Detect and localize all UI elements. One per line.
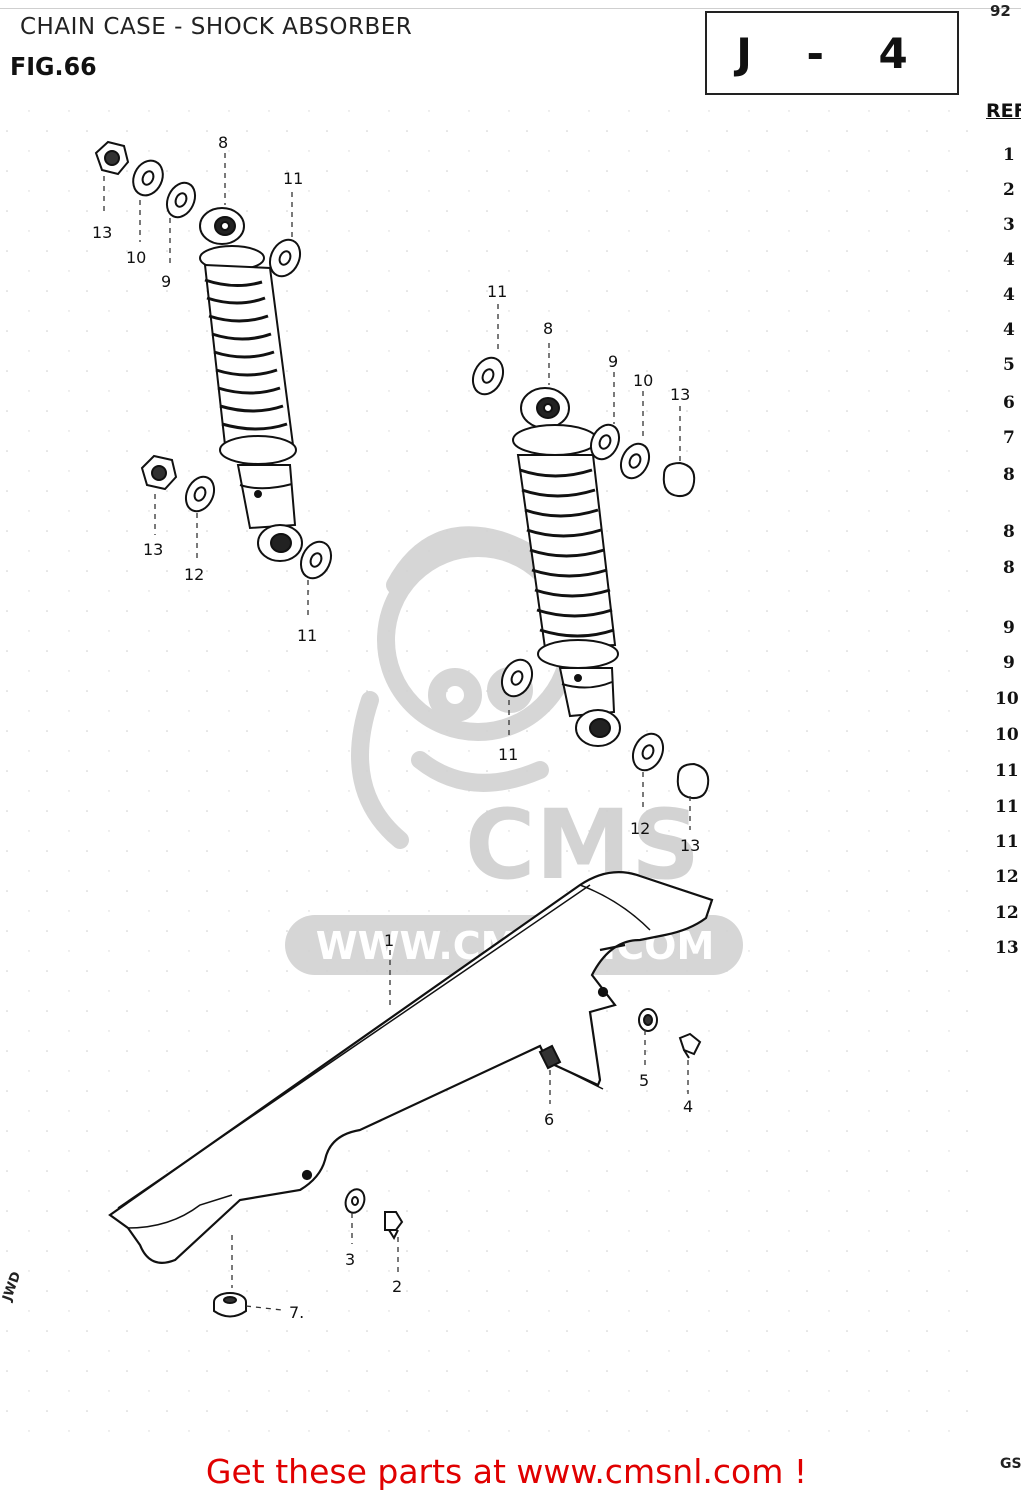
callout-8: 8 (218, 133, 228, 152)
callout-8: 8 (543, 319, 553, 338)
cap-nut-icon (140, 454, 178, 491)
hardware-right (471, 356, 710, 800)
washer-icon (132, 159, 164, 197)
callout-13: 13 (670, 385, 690, 404)
corner-model-code: GS (1000, 1456, 1021, 1472)
section-code-box: J - 4 (705, 11, 959, 95)
callout-numbers: 8 13 10 9 11 13 12 11 11 8 9 10 13 11 12… (92, 133, 700, 1322)
ref-item: 13 (995, 938, 1019, 958)
ref-item: 10 (995, 725, 1019, 745)
callout-13: 13 (143, 540, 163, 559)
top-rule (0, 8, 1021, 9)
shock-absorber-left (199, 207, 303, 562)
callout-7: 7. (289, 1303, 304, 1322)
ref-item: 5 (1003, 355, 1015, 375)
page-title: CHAIN CASE - SHOCK ABSORBER (20, 14, 413, 40)
callout-13: 13 (680, 836, 700, 855)
callout-5: 5 (639, 1071, 649, 1090)
parts-shop-link[interactable]: Get these parts at www.cmsnl.com ! (205, 1452, 808, 1491)
washer-icon (471, 356, 505, 396)
callout-9: 9 (161, 272, 171, 291)
ref-item: 6 (1003, 393, 1015, 413)
screw-icon (678, 1032, 702, 1059)
ref-item: 3 (1003, 215, 1015, 235)
ref-item: 8 (1003, 558, 1015, 578)
callout-3: 3 (345, 1250, 355, 1269)
figure-label: FIG.66 (10, 52, 97, 81)
bolt-icon (384, 1211, 404, 1241)
washer-icon (619, 442, 651, 480)
chain-case (108, 871, 714, 1264)
callout-1: 1 (384, 931, 394, 950)
ref-item: 4 (1003, 250, 1015, 270)
callout-4: 4 (683, 1097, 693, 1116)
ref-item: 11 (995, 832, 1019, 852)
ref-item: 1 (1003, 145, 1015, 165)
washer-icon (184, 475, 216, 513)
ref-item: 2 (1003, 180, 1015, 200)
ref-item: 8 (1003, 465, 1015, 485)
ref-item: 10 (995, 689, 1019, 709)
callout-12: 12 (630, 819, 650, 838)
callout-11: 11 (283, 169, 303, 188)
callout-10: 10 (633, 371, 653, 390)
washer-icon (589, 423, 621, 461)
cap-nut-icon (94, 140, 130, 176)
page-number: 92 (990, 2, 1011, 20)
ref-item: 9 (1003, 653, 1015, 673)
washer-icon (268, 238, 302, 278)
cap-nut-icon (662, 461, 696, 498)
callout-11: 11 (498, 745, 518, 764)
ref-number-column: 1 2 3 4 4 4 5 6 7 8 8 8 9 9 10 10 11 11 … (995, 0, 1021, 1000)
ref-column-header: REF (986, 100, 1021, 122)
callout-13: 13 (92, 223, 112, 242)
callout-6: 6 (544, 1110, 554, 1129)
callout-11: 11 (487, 282, 507, 301)
washer-icon (165, 181, 197, 219)
washer-icon (299, 540, 333, 580)
callout-11: 11 (297, 626, 317, 645)
callout-2: 2 (392, 1277, 402, 1296)
callout-9: 9 (608, 352, 618, 371)
callout-12: 12 (184, 565, 204, 584)
ref-item: 7 (1003, 428, 1015, 448)
ref-item: 4 (1003, 320, 1015, 340)
ref-item: 9 (1003, 618, 1015, 638)
square-nut-icon (538, 1044, 562, 1070)
cap-nut-icon (676, 762, 710, 800)
ref-item: 8 (1003, 522, 1015, 542)
callout-10: 10 (126, 248, 146, 267)
grommet-icon (638, 1008, 658, 1032)
washer-icon (500, 658, 534, 698)
ref-item: 4 (1003, 285, 1015, 305)
hardware-left (94, 140, 333, 580)
ref-item: 11 (995, 797, 1019, 817)
shock-absorber-right (512, 387, 621, 747)
ref-item: 11 (995, 761, 1019, 781)
chain-case-hardware (213, 1008, 702, 1318)
washer-icon (631, 732, 665, 772)
leader-lines (103, 153, 691, 1311)
ref-item: 12 (995, 867, 1019, 887)
washer-icon (344, 1188, 366, 1214)
rubber-damper-icon (213, 1292, 247, 1318)
ref-item: 12 (995, 903, 1019, 923)
